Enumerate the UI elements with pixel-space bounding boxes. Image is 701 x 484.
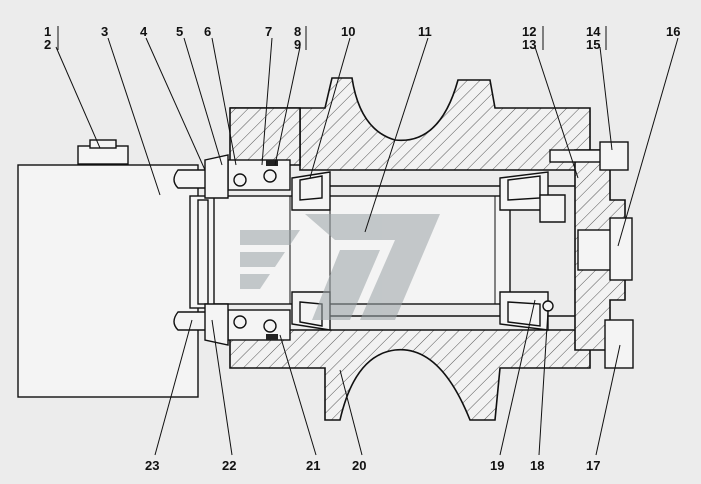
callout-5: 5 [176,24,183,39]
end-cap [539,141,634,369]
callout-20: 20 [352,458,366,473]
callout-10: 10 [341,24,355,39]
callout-4: 4 [140,24,148,39]
callout-1: 1 [44,24,51,39]
leader-lines [55,37,679,456]
callout-9: 9 [294,37,301,52]
callout-7: 7 [265,24,272,39]
stylized-railway-logo-icon [240,214,440,320]
right-bearing-bottom [499,291,549,331]
callout-21: 21 [306,458,320,473]
support-bracket [17,139,229,398]
right-bearing-top [499,171,549,211]
callout-15: 15 [586,37,600,52]
left-bearing-top [291,171,331,211]
callout-6: 6 [204,24,211,39]
callout-14: 14 [586,24,601,39]
callout-17: 17 [586,458,600,473]
callout-11: 11 [418,24,432,39]
callout-labels: 1 2 3 4 5 6 7 8 9 10 11 12 13 14 15 16 1… [44,24,680,473]
callout-12: 12 [522,24,536,39]
callout-18: 18 [530,458,544,473]
label-ticks [57,26,607,50]
callout-3: 3 [101,24,108,39]
callout-2: 2 [44,37,51,52]
seal-bottom [227,309,291,341]
callout-16: 16 [666,24,680,39]
callout-13: 13 [522,37,536,52]
callout-8: 8 [294,24,301,39]
callout-22: 22 [222,458,236,473]
seal-top [227,159,291,191]
callout-23: 23 [145,458,159,473]
callout-19: 19 [490,458,504,473]
roller-housing [229,77,591,421]
